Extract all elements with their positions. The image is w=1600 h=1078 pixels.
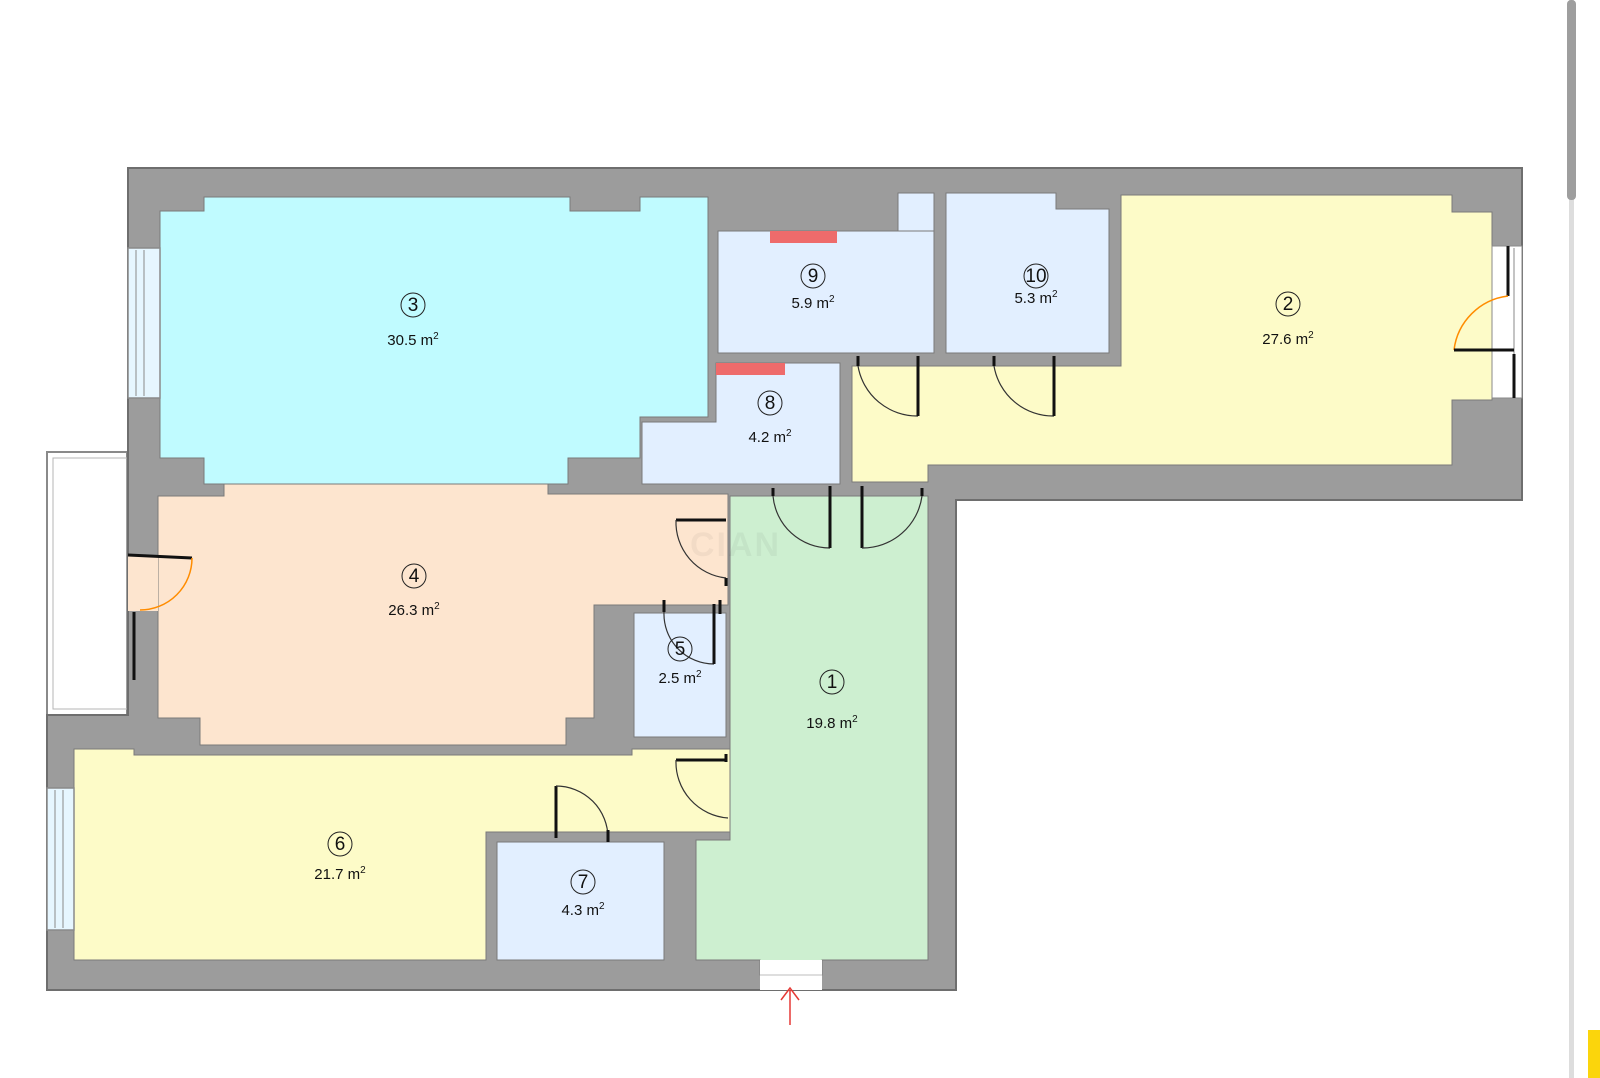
room-6-floor <box>73 748 731 961</box>
room-4-area: 26.3 m2 <box>388 601 440 619</box>
watermark: CIAN <box>690 526 781 564</box>
corner-accent <box>1588 1030 1600 1078</box>
door-room-4 <box>675 518 728 586</box>
room-9-number: 9 <box>808 266 819 287</box>
room-6-area: 21.7 m2 <box>314 865 366 883</box>
room-2-area: 27.6 m2 <box>1262 330 1314 348</box>
room-2-number-circle <box>1275 291 1301 317</box>
door-room-2-south <box>860 486 924 549</box>
room-9-floor <box>717 230 935 354</box>
door-room-6 <box>675 754 729 819</box>
room-8-number-circle <box>757 390 783 416</box>
window-room-6 <box>46 787 75 931</box>
door-room-2-east <box>1453 246 1516 398</box>
room-4-number: 4 <box>409 566 420 587</box>
room-3-number: 3 <box>408 295 419 316</box>
door-room-8 <box>771 486 832 549</box>
room-8-area: 4.2 m2 <box>748 428 792 446</box>
radiator-room-9 <box>770 231 837 243</box>
room-8-floor <box>641 362 841 485</box>
room-2-number: 2 <box>1283 294 1294 315</box>
radiator-room-8 <box>716 363 785 375</box>
door-room-7 <box>554 785 610 842</box>
room-labels: 1 19.8 m2 2 27.6 m2 3 30.5 m2 4 26.3 m2 5 2.5 m2 6… <box>314 263 1314 919</box>
room-7-number-circle <box>570 869 596 895</box>
room-1-floor <box>695 495 929 976</box>
room-9-niche <box>897 192 935 232</box>
room-3-area: 30.5 m2 <box>387 331 439 349</box>
room-4-number-circle <box>401 563 427 589</box>
door-room-9 <box>856 356 920 417</box>
room-2-floor <box>851 194 1493 483</box>
room-5-number-circle <box>667 636 693 662</box>
room-10-number-circle <box>1023 263 1049 289</box>
room-10-number: 10 <box>1025 266 1046 287</box>
room-1-number: 1 <box>827 672 838 693</box>
room-5-number: 5 <box>675 639 686 660</box>
room-7-floor <box>496 841 665 961</box>
room-9-area: 5.9 m2 <box>791 294 835 312</box>
room-1-area: 19.8 m2 <box>806 714 858 732</box>
room-8-number: 8 <box>765 393 776 414</box>
scrollbar-line <box>1569 0 1574 1078</box>
room-7-number: 7 <box>578 872 589 893</box>
room-1-number-circle <box>819 669 845 695</box>
room-6-number: 6 <box>335 834 346 855</box>
balcony-door <box>127 553 193 680</box>
balcony-outline <box>46 451 128 716</box>
room-10-floor <box>945 192 1110 354</box>
room-7-area: 4.3 m2 <box>561 901 605 919</box>
scrollbar-thumb[interactable] <box>1567 0 1576 200</box>
window-room-3 <box>127 247 161 399</box>
door-room-10 <box>992 356 1056 417</box>
room-10-area: 5.3 m2 <box>1014 289 1058 307</box>
entrance-arrow <box>780 986 800 1025</box>
room-5-area: 2.5 m2 <box>658 669 702 687</box>
room-3-number-circle <box>400 292 426 318</box>
room-3-floor <box>159 196 709 485</box>
room-6-number-circle <box>327 831 353 857</box>
room-4-floor <box>157 483 729 746</box>
room-9-number-circle <box>800 263 826 289</box>
door-room-5 <box>662 600 722 665</box>
room-5-floor <box>633 612 727 738</box>
